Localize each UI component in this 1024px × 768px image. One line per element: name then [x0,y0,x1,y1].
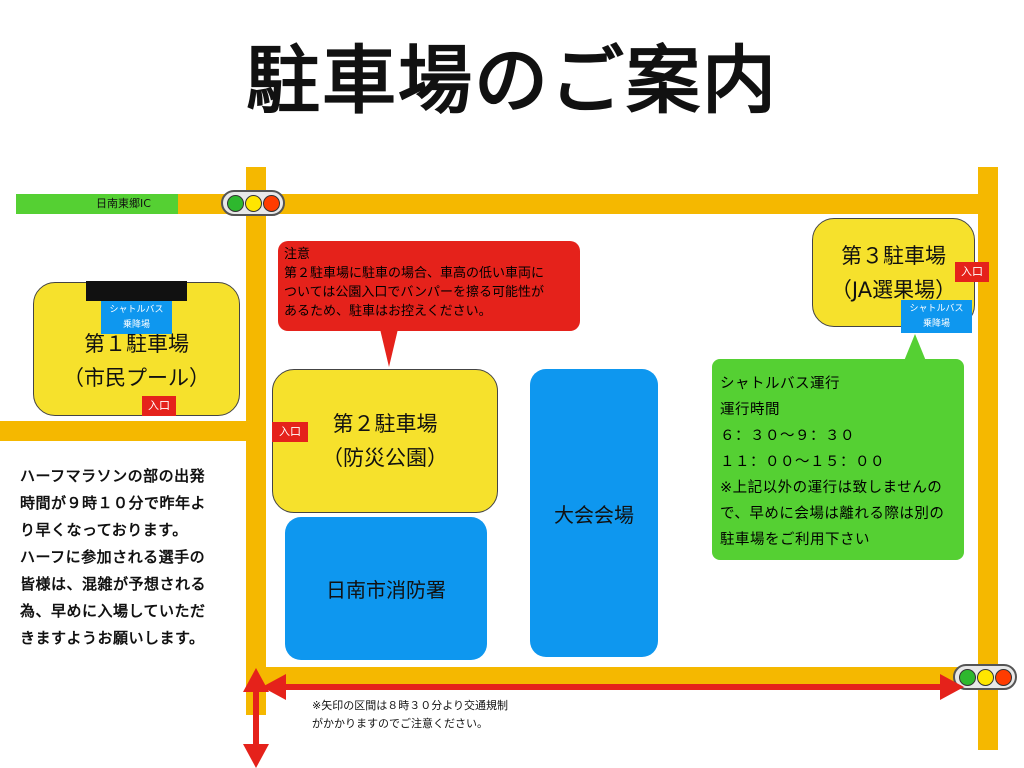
shuttle-info-line: ※上記以外の運行は致しませんの [720,480,943,496]
shuttle-stop-lot3: シャトルバス 乗降場 [901,300,972,333]
shuttle-info-pointer [904,334,926,361]
caution-line: ついては公園入口でバンパーを擦る可能性が [284,285,545,300]
marathon-note: ハーフマラソンの部の出発 時間が９時１０分で昨年よ り早くなっております。 ハー… [20,463,235,652]
road-middle-horizontal [0,421,266,441]
marathon-note-line: 為、早めに入場していただ [20,602,206,620]
shuttle-info-line: ６：３０〜９：３０ [720,428,855,444]
lot2-name: 第２駐車場 [332,412,438,436]
lot1-sub: （市民プール） [63,366,210,390]
shuttle-info-line: 駐車場をご利用下さい [720,532,870,548]
lot1-name: 第１駐車場 [84,332,189,356]
traffic-note-line: がかかりますのでご注意ください。 [312,717,488,730]
shuttle-stop-lot1: シャトルバス 乗降場 [101,301,172,334]
traffic-restriction-note: ※矢印の区間は８時３０分より交通規制 がかかりますのでご注意ください。 [312,697,508,733]
yellow-lamp-icon [244,194,262,212]
parking-lot-3[interactable]: 第３駐車場 （JA選果場） [812,218,975,327]
caution-callout: 注意 第２駐車場に駐車の場合、車高の低い車両に ついては公園入口でバンパーを擦る… [278,241,580,331]
marathon-note-line: 皆様は、混雑が予想される [20,575,207,593]
shuttle-stop-sub: 乗降場 [122,320,150,330]
red-lamp-icon [994,668,1012,686]
shuttle-info-line: で、早めに会場は離れる際は別の [720,506,945,522]
shuttle-info-callout: シャトルバス運行 運行時間 ６：３０〜９：３０ １１：００〜１５：００ ※上記以… [712,359,964,560]
yellow-lamp-icon [976,668,994,686]
traffic-light-top [221,190,285,216]
lot2-sub: （防災公園） [322,446,448,470]
shuttle-info-line: １１：００〜１５：００ [720,454,885,470]
road-ic: 日南東郷IC [16,194,178,214]
lot1-building [86,281,187,301]
shuttle-stop-label: シャトルバス [909,304,964,314]
shuttle-info-line: 運行時間 [720,402,780,418]
marathon-note-line: きますようお願いします。 [20,629,205,647]
marathon-note-line: 時間が９時１０分で昨年よ [20,494,207,512]
marathon-note-line: ハーフに参加される選手の [20,548,206,566]
parking-lot-2[interactable]: 第２駐車場 （防災公園） [272,369,498,513]
traffic-note-line: ※矢印の区間は８時３０分より交通規制 [312,699,508,712]
lot3-sub: （JA選果場） [830,277,957,302]
green-lamp-icon [226,194,244,212]
restriction-arrow-horizontal [262,674,964,700]
entry-lot2: 入口 [272,422,308,442]
event-venue: 大会会場 [530,369,658,657]
entry-lot3: 入口 [955,262,989,282]
fire-station: 日南市消防署 [285,517,487,660]
entry-lot1: 入口 [142,396,176,416]
caution-line: 第２駐車場に駐車の場合、車高の低い車両に [284,266,545,281]
caution-line: あるため、駐車はお控えください。 [284,304,492,319]
page-title: 駐車場のご案内 [246,38,778,124]
traffic-light-bottom [953,664,1017,690]
road-top [176,194,998,214]
red-lamp-icon [262,194,280,212]
caution-callout-pointer [380,329,398,367]
lot3-name: 第３駐車場 [841,243,946,268]
shuttle-stop-sub: 乗降場 [922,319,950,329]
caution-heading: 注意 [284,247,311,262]
marathon-note-line: り早くなっております。 [20,521,188,539]
shuttle-stop-label: シャトルバス [109,305,164,315]
green-lamp-icon [958,668,976,686]
restriction-arrow-vertical [243,668,269,768]
road-bottom-horizontal [246,667,998,687]
road-right-vertical [978,167,998,750]
shuttle-info-line: シャトルバス運行 [720,376,840,392]
road-left-vertical [246,167,266,715]
ic-label: 日南東郷IC [96,197,151,210]
marathon-note-line: ハーフマラソンの部の出発 [20,467,206,485]
